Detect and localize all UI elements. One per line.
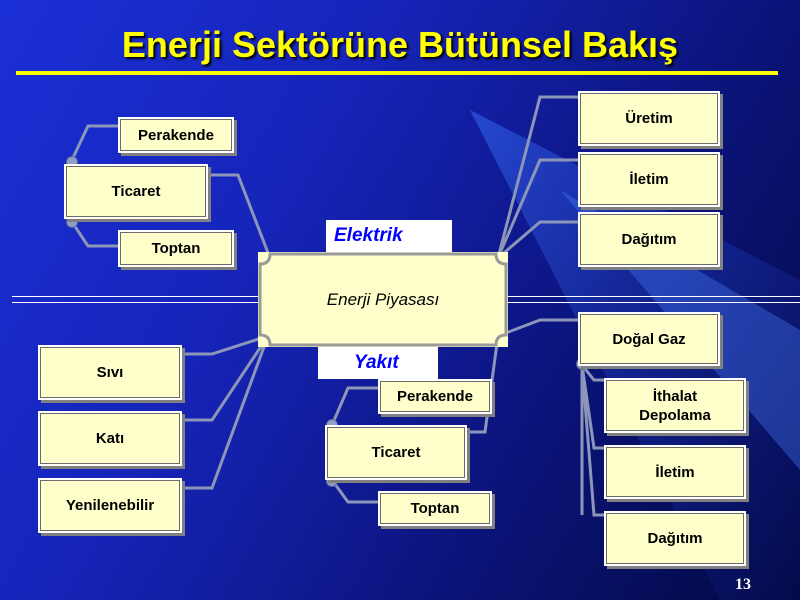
center-bottom-perakende-box: Perakende [378,379,492,414]
dagitim-gas-box: Dağıtım [604,511,746,566]
page-number: 13 [735,576,751,593]
title-underline [16,71,778,75]
depolama-label: Depolama [639,406,711,424]
center-bottom-ticaret-box: Ticaret [325,425,467,480]
sivi-box: Sıvı [38,345,182,400]
yenilenebilir-box: Yenilenebilir [38,478,182,533]
electric-tag: Elektrik [326,220,452,252]
left-top-toptan-box: Toptan [118,230,234,267]
center-hub-shape [258,252,508,347]
center-bottom-toptan-box: Toptan [378,491,492,526]
uretim-box: Üretim [578,91,720,146]
fuel-tag: Yakıt [318,347,438,379]
dogal-gaz-box: Doğal Gaz [578,312,720,366]
ithalat-depolama-box: İthalat Depolama [604,378,746,433]
left-top-perakende-box: Perakende [118,117,234,153]
left-top-ticaret-box: Ticaret [64,164,208,219]
dagitim-electric-box: Dağıtım [578,212,720,267]
kati-box: Katı [38,411,182,466]
iletim-electric-box: İletim [578,152,720,207]
slide-title: Enerji Sektörüne Bütünsel Bakış [121,24,679,65]
center-hub-label: Enerji Piyasası [326,289,440,309]
iletim-gas-box: İletim [604,445,746,499]
ithalat-label: İthalat [652,387,698,405]
